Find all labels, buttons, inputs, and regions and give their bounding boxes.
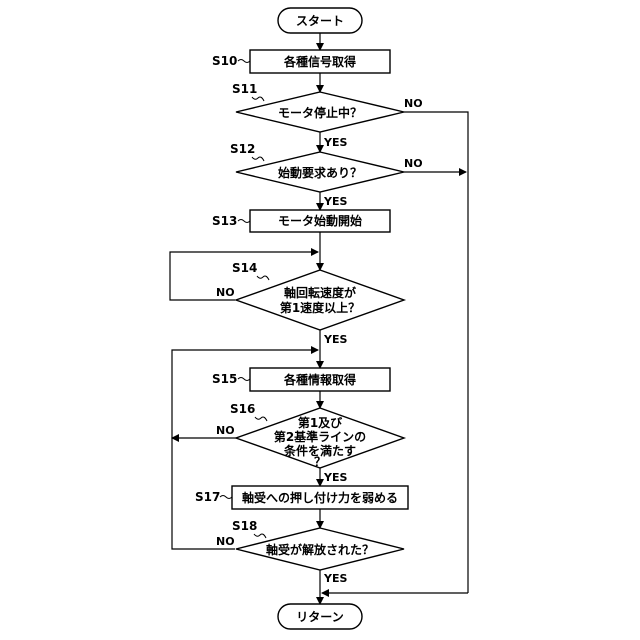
step-s10: 各種信号取得 S10 (212, 50, 390, 73)
step-s15-label: 各種情報取得 (283, 372, 356, 387)
step-s13: モータ始動開始 S13 (212, 210, 390, 232)
step-s13-tilde (238, 220, 250, 223)
step-s11-label: モータ停止中？ (278, 105, 362, 120)
step-s18-id: S18 (232, 519, 257, 533)
step-s15-tilde (238, 378, 250, 381)
s12-no-label: NO (404, 157, 423, 170)
step-s10-tilde (238, 60, 250, 63)
s14-yes-label: YES (323, 333, 347, 346)
step-s12-tilde (252, 157, 264, 161)
s12-yes-label: YES (323, 195, 347, 208)
step-s14-id: S14 (232, 261, 257, 275)
step-s17-tilde (220, 496, 232, 499)
step-s17-label: 軸受への押し付け力を弱める (242, 490, 398, 505)
line-s11-no-rail (404, 112, 468, 593)
s18-no-label: NO (216, 535, 235, 548)
step-s12: 始動要求あり？ S12 NO YES (230, 142, 423, 208)
s16-no-label: NO (216, 424, 235, 437)
end-label: リターン (296, 610, 343, 624)
step-s10-label: 各種信号取得 (283, 54, 356, 69)
s11-yes-label: YES (323, 136, 347, 149)
s11-no-label: NO (404, 97, 423, 110)
start-terminal: スタート (278, 8, 362, 33)
step-s14-label-1: 軸回転速度が (284, 285, 356, 300)
step-s16-id: S16 (230, 402, 255, 416)
step-s17-id: S17 (195, 490, 220, 504)
step-s15-id: S15 (212, 372, 237, 386)
step-s13-id: S13 (212, 214, 237, 228)
end-terminal: リターン (278, 604, 362, 629)
step-s18: 軸受が解放された？ S18 NO YES (216, 519, 404, 585)
step-s10-id: S10 (212, 54, 237, 68)
step-s12-id: S12 (230, 142, 255, 156)
step-s15: 各種情報取得 S15 (212, 368, 390, 391)
step-s14: 軸回転速度が 第1速度以上？ S14 NO YES (216, 261, 404, 346)
step-s13-label: モータ始動開始 (278, 213, 362, 228)
step-s16-label-1: 第1及び (298, 415, 343, 430)
step-s18-label: 軸受が解放された？ (266, 542, 374, 557)
step-s16-tilde (255, 417, 267, 421)
step-s12-label: 始動要求あり？ (278, 165, 362, 180)
step-s18-tilde (254, 534, 266, 538)
start-label: スタート (296, 14, 344, 28)
s18-yes-label: YES (323, 572, 347, 585)
step-s16: 第1及び 第2基準ラインの 条件を満たす ？ S16 NO YES (216, 402, 404, 484)
step-s11-id: S11 (232, 82, 257, 96)
step-s11-tilde (252, 97, 264, 101)
step-s17: 軸受への押し付け力を弱める S17 (195, 486, 408, 509)
s14-no-label: NO (216, 286, 235, 299)
step-s16-label-2: 第2基準ラインの (274, 429, 366, 444)
step-s14-tilde (257, 276, 269, 280)
step-s16-label-4: ？ (314, 455, 326, 469)
step-s11: モータ停止中？ S11 NO YES (232, 82, 423, 149)
step-s14-label-2: 第1速度以上？ (280, 300, 360, 315)
s16-yes-label: YES (323, 471, 347, 484)
